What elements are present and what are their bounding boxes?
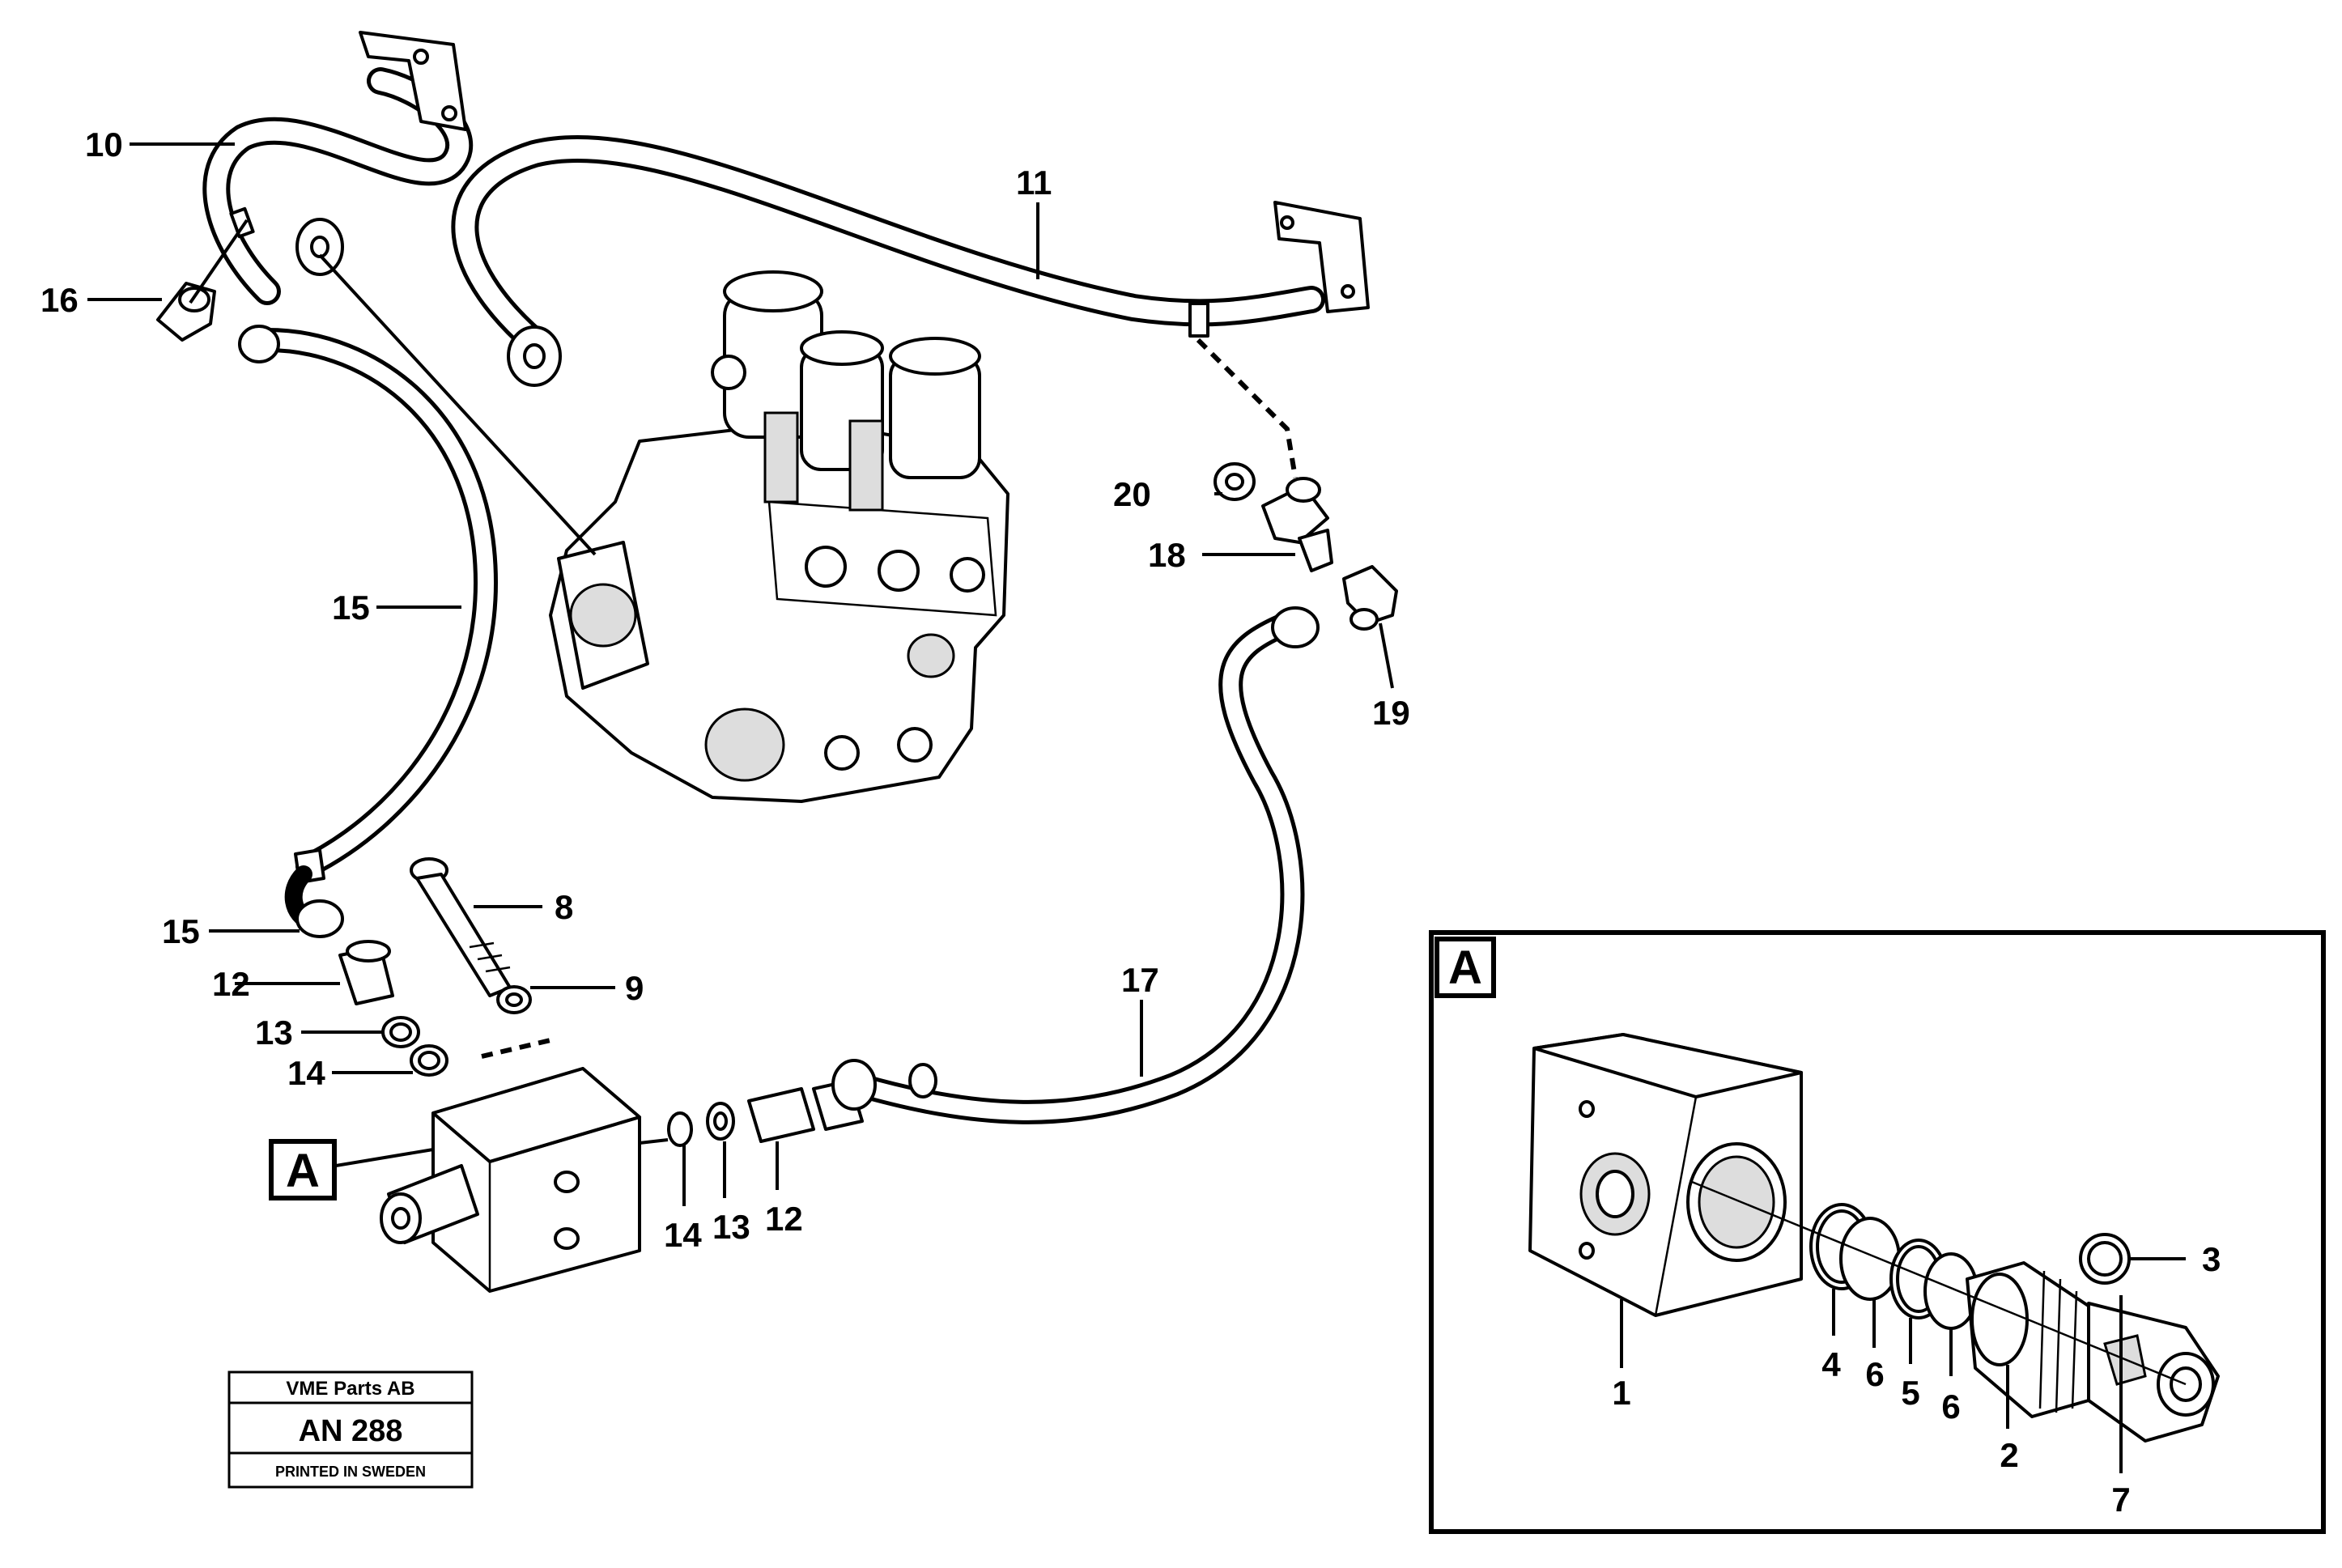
callout-labels: 10 11 16 15 15 8 12 9 13 14 17 20 18 19 … xyxy=(40,125,1410,1254)
valve-housing xyxy=(380,1067,641,1293)
callout-11: 11 xyxy=(1016,164,1052,202)
detail-reference-label: A xyxy=(286,1145,320,1197)
pipe-10 xyxy=(202,31,474,305)
callout-12b: 12 xyxy=(765,1200,803,1238)
elbow-fitting-16 xyxy=(156,206,255,342)
callout-19: 19 xyxy=(1372,694,1410,732)
tee-fitting-18 xyxy=(1214,462,1333,572)
detail-box-a: A xyxy=(1429,930,2326,1534)
left-fitting-stack xyxy=(295,899,448,1077)
callout-20: 20 xyxy=(1113,475,1151,513)
stamp-code: AN 288 xyxy=(299,1414,403,1448)
hose-17 xyxy=(667,606,1320,1147)
callout-10: 10 xyxy=(85,125,123,164)
callout-6b: 6 xyxy=(1941,1387,1960,1426)
callout-14a: 14 xyxy=(287,1054,325,1092)
callout-6a: 6 xyxy=(1865,1355,1884,1393)
callout-18: 18 xyxy=(1148,536,1186,574)
callout-7: 7 xyxy=(2111,1481,2130,1519)
callout-5: 5 xyxy=(1901,1374,1919,1412)
detail-box-label: A xyxy=(1448,941,1482,994)
elbow-fitting-19 xyxy=(1342,565,1398,631)
stamp-company: VME Parts AB xyxy=(286,1378,414,1400)
callout-13a: 13 xyxy=(255,1013,293,1052)
callout-15b: 15 xyxy=(162,912,200,950)
part-1-housing xyxy=(1528,1033,1803,1317)
callout-4: 4 xyxy=(1821,1345,1841,1383)
callout-2: 2 xyxy=(2000,1436,2018,1474)
callout-1: 1 xyxy=(1612,1374,1630,1412)
callout-8: 8 xyxy=(555,888,573,926)
callout-13b: 13 xyxy=(712,1208,750,1246)
callout-14b: 14 xyxy=(664,1216,702,1254)
publisher-stamp: VME Parts AB AN 288 PRINTED IN SWEDEN xyxy=(227,1370,474,1489)
control-valve-block xyxy=(549,270,1009,803)
detail-reference-a: A xyxy=(269,1139,337,1200)
bolt-8 xyxy=(410,857,551,1059)
callout-16: 16 xyxy=(40,281,79,319)
leader-lines xyxy=(87,142,1394,1206)
callout-15a: 15 xyxy=(332,589,370,627)
stamp-printed: PRINTED IN SWEDEN xyxy=(275,1464,426,1480)
callout-3: 3 xyxy=(2202,1240,2221,1278)
callout-12a: 12 xyxy=(212,965,250,1003)
pipe-11 xyxy=(451,134,1370,478)
callout-17: 17 xyxy=(1121,961,1159,999)
callout-9: 9 xyxy=(625,969,644,1007)
